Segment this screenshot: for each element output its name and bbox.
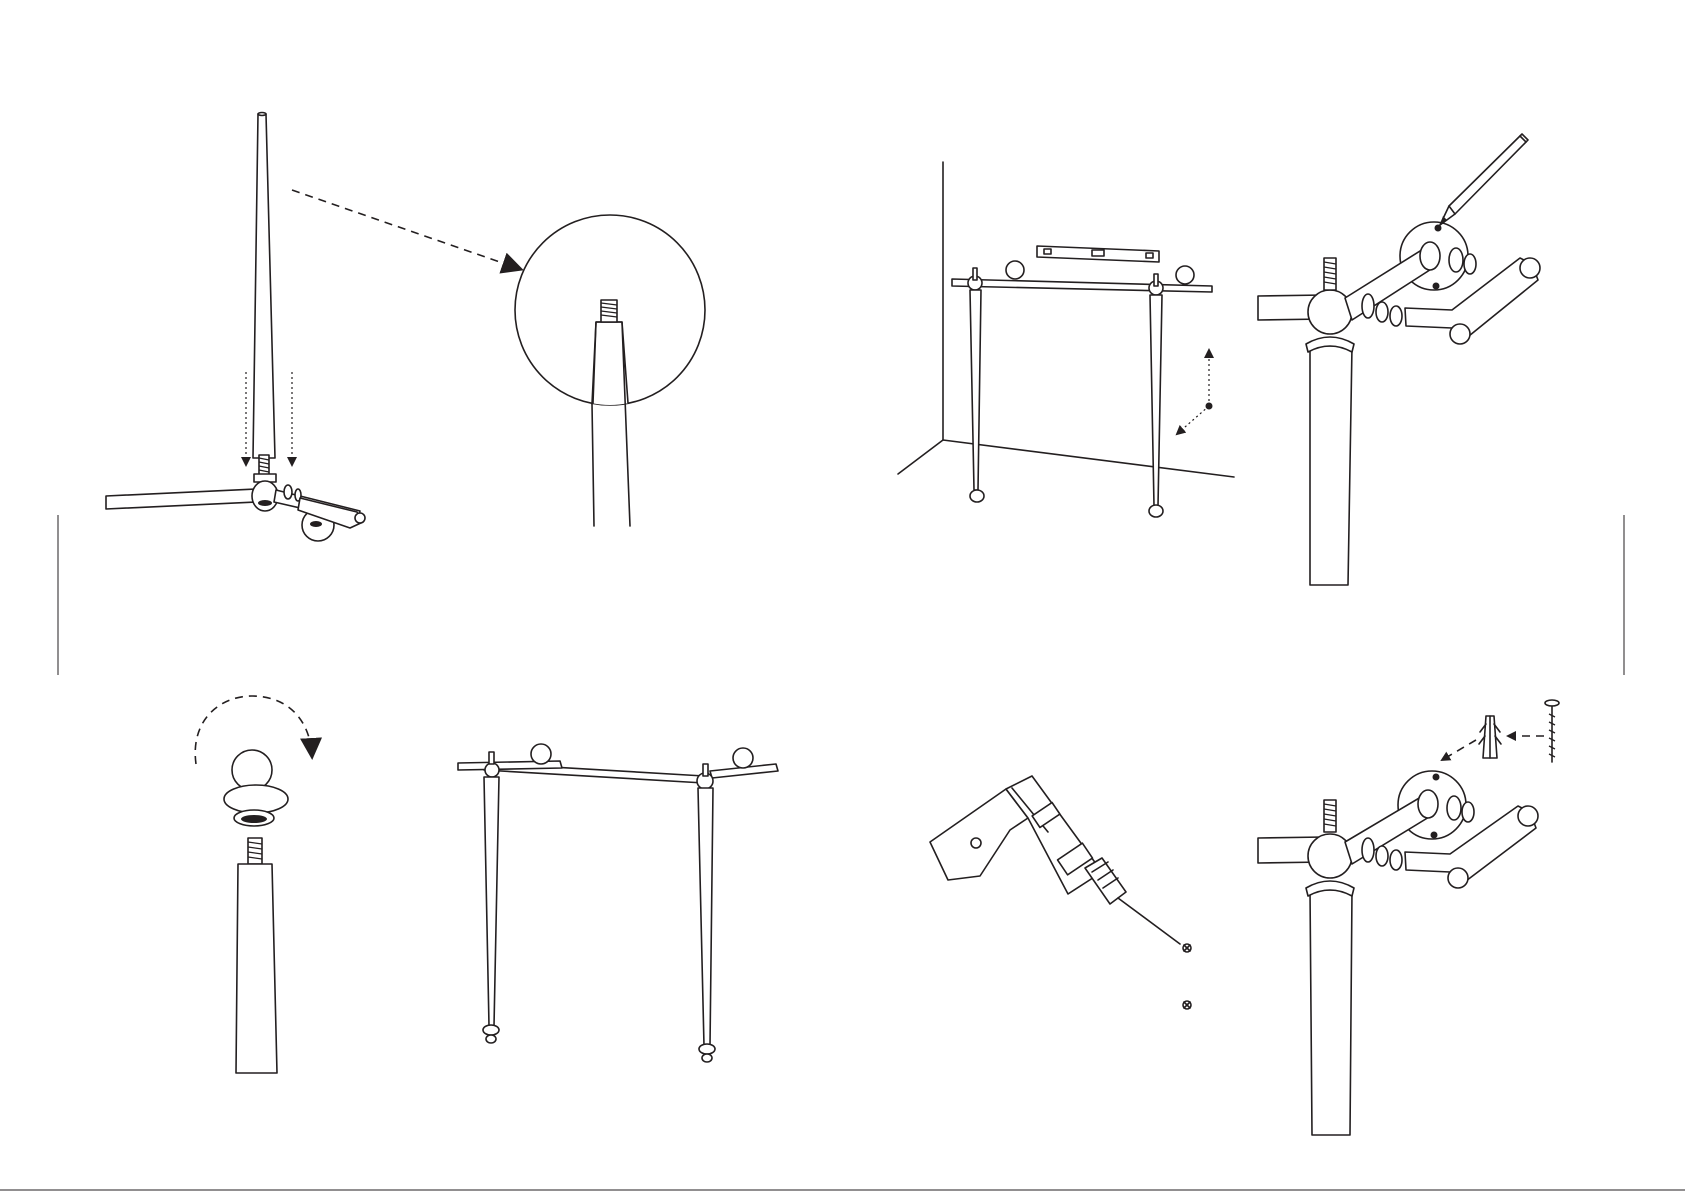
drill-body — [1006, 776, 1102, 894]
panel-threaded-stud-detail — [292, 190, 705, 526]
drill-handle — [930, 789, 1028, 880]
panel-pencil-mark-flange-holes — [1258, 134, 1540, 585]
panel-attach-leg-to-towel-bar — [106, 113, 365, 542]
detail-callout-arrow — [292, 190, 520, 269]
floor-corner-line — [898, 440, 943, 474]
panel-insert-anchors-and-screws — [1258, 700, 1559, 1135]
threaded-stud — [248, 838, 262, 864]
screw-icon — [1545, 700, 1559, 762]
drill-bit — [1118, 898, 1180, 944]
leg-lower — [236, 864, 277, 1073]
left-leg — [970, 290, 981, 490]
panel-screw-foot-cap — [195, 696, 312, 1073]
threaded-stud — [1324, 800, 1336, 832]
right-leg — [1150, 295, 1162, 506]
threaded-stud — [1324, 258, 1336, 290]
detail-threaded-stud — [601, 300, 617, 322]
leg-upper — [1310, 346, 1352, 585]
anchor-to-flange-arrow — [1442, 740, 1476, 760]
wall-anchor-icon — [1479, 716, 1501, 758]
panel-assembled-stand — [458, 744, 778, 1062]
tapered-leg — [253, 114, 275, 458]
drill-chuck — [1085, 858, 1126, 904]
left-leg — [484, 777, 499, 1026]
spirit-level-icon — [1037, 246, 1159, 262]
leg-upper — [1310, 890, 1352, 1135]
panel-level-and-mark-wall — [898, 162, 1234, 517]
panel-drill-holes — [930, 776, 1191, 1009]
foot-cap — [224, 750, 288, 826]
pencil-icon — [1440, 134, 1528, 225]
drill-icon — [930, 776, 1180, 944]
threaded-stud — [259, 455, 269, 475]
towel-rail-long — [106, 489, 256, 509]
floor-wall-line — [943, 440, 1234, 477]
right-leg — [698, 788, 713, 1046]
